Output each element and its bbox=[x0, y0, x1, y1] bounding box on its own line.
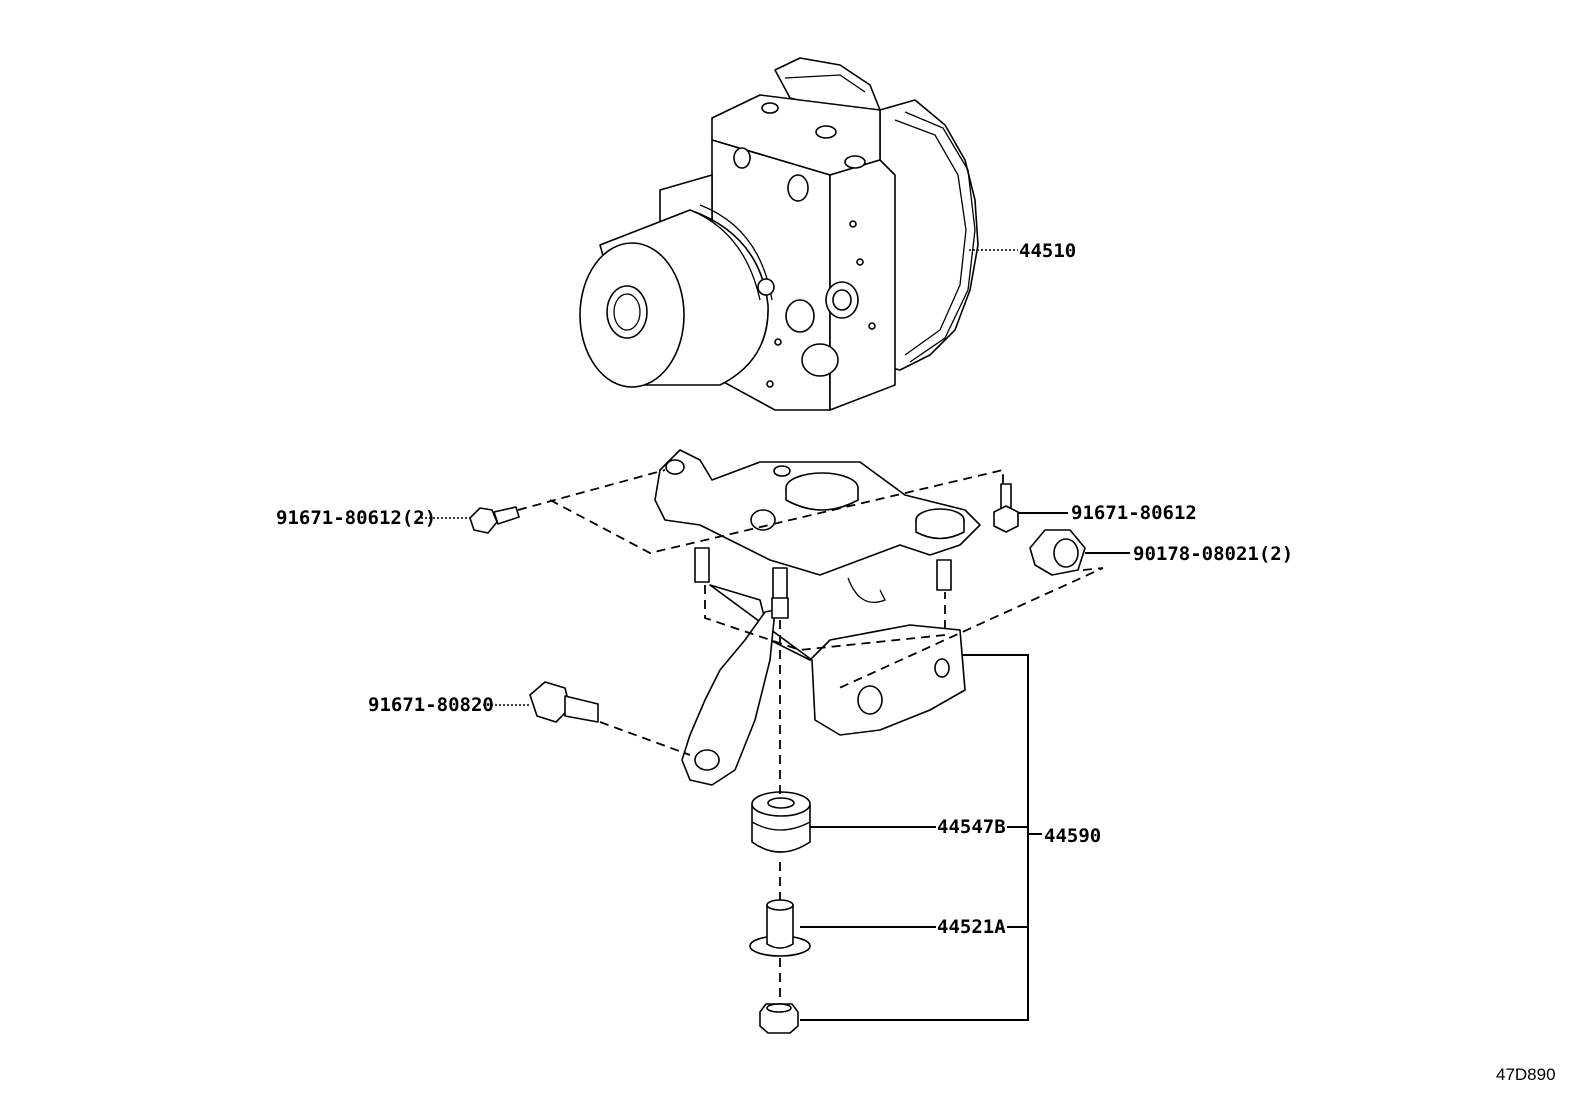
label-collar: 44521A bbox=[937, 916, 1006, 938]
nut-illustration bbox=[1029, 529, 1086, 576]
label-bolt-bracket-right: 91671-80612 bbox=[1071, 502, 1197, 524]
bottom-nut-illustration bbox=[759, 1003, 799, 1034]
label-bolt-lower: 91671-80820 bbox=[368, 694, 494, 716]
bolt-lower-illustration bbox=[529, 681, 599, 723]
bolt-right-illustration bbox=[993, 483, 1019, 533]
label-bracket-assembly: 44590 bbox=[1044, 825, 1101, 847]
cushion-illustration bbox=[751, 791, 811, 853]
abs-actuator-illustration bbox=[579, 57, 979, 411]
label-cushion: 44547B bbox=[937, 816, 1006, 838]
label-abs-actuator: 44510 bbox=[1019, 240, 1076, 262]
leader-lines bbox=[421, 249, 1130, 1021]
bolt-left-illustration bbox=[469, 506, 520, 534]
label-nut-bracket: 90178-08021(2) bbox=[1133, 543, 1293, 565]
illustration-code: 47D890 bbox=[1496, 1065, 1556, 1084]
bracket-illustration bbox=[654, 449, 981, 786]
label-bolt-bracket-left: 91671-80612(2) bbox=[276, 507, 436, 529]
assembly-dash-lines bbox=[517, 468, 1104, 1004]
